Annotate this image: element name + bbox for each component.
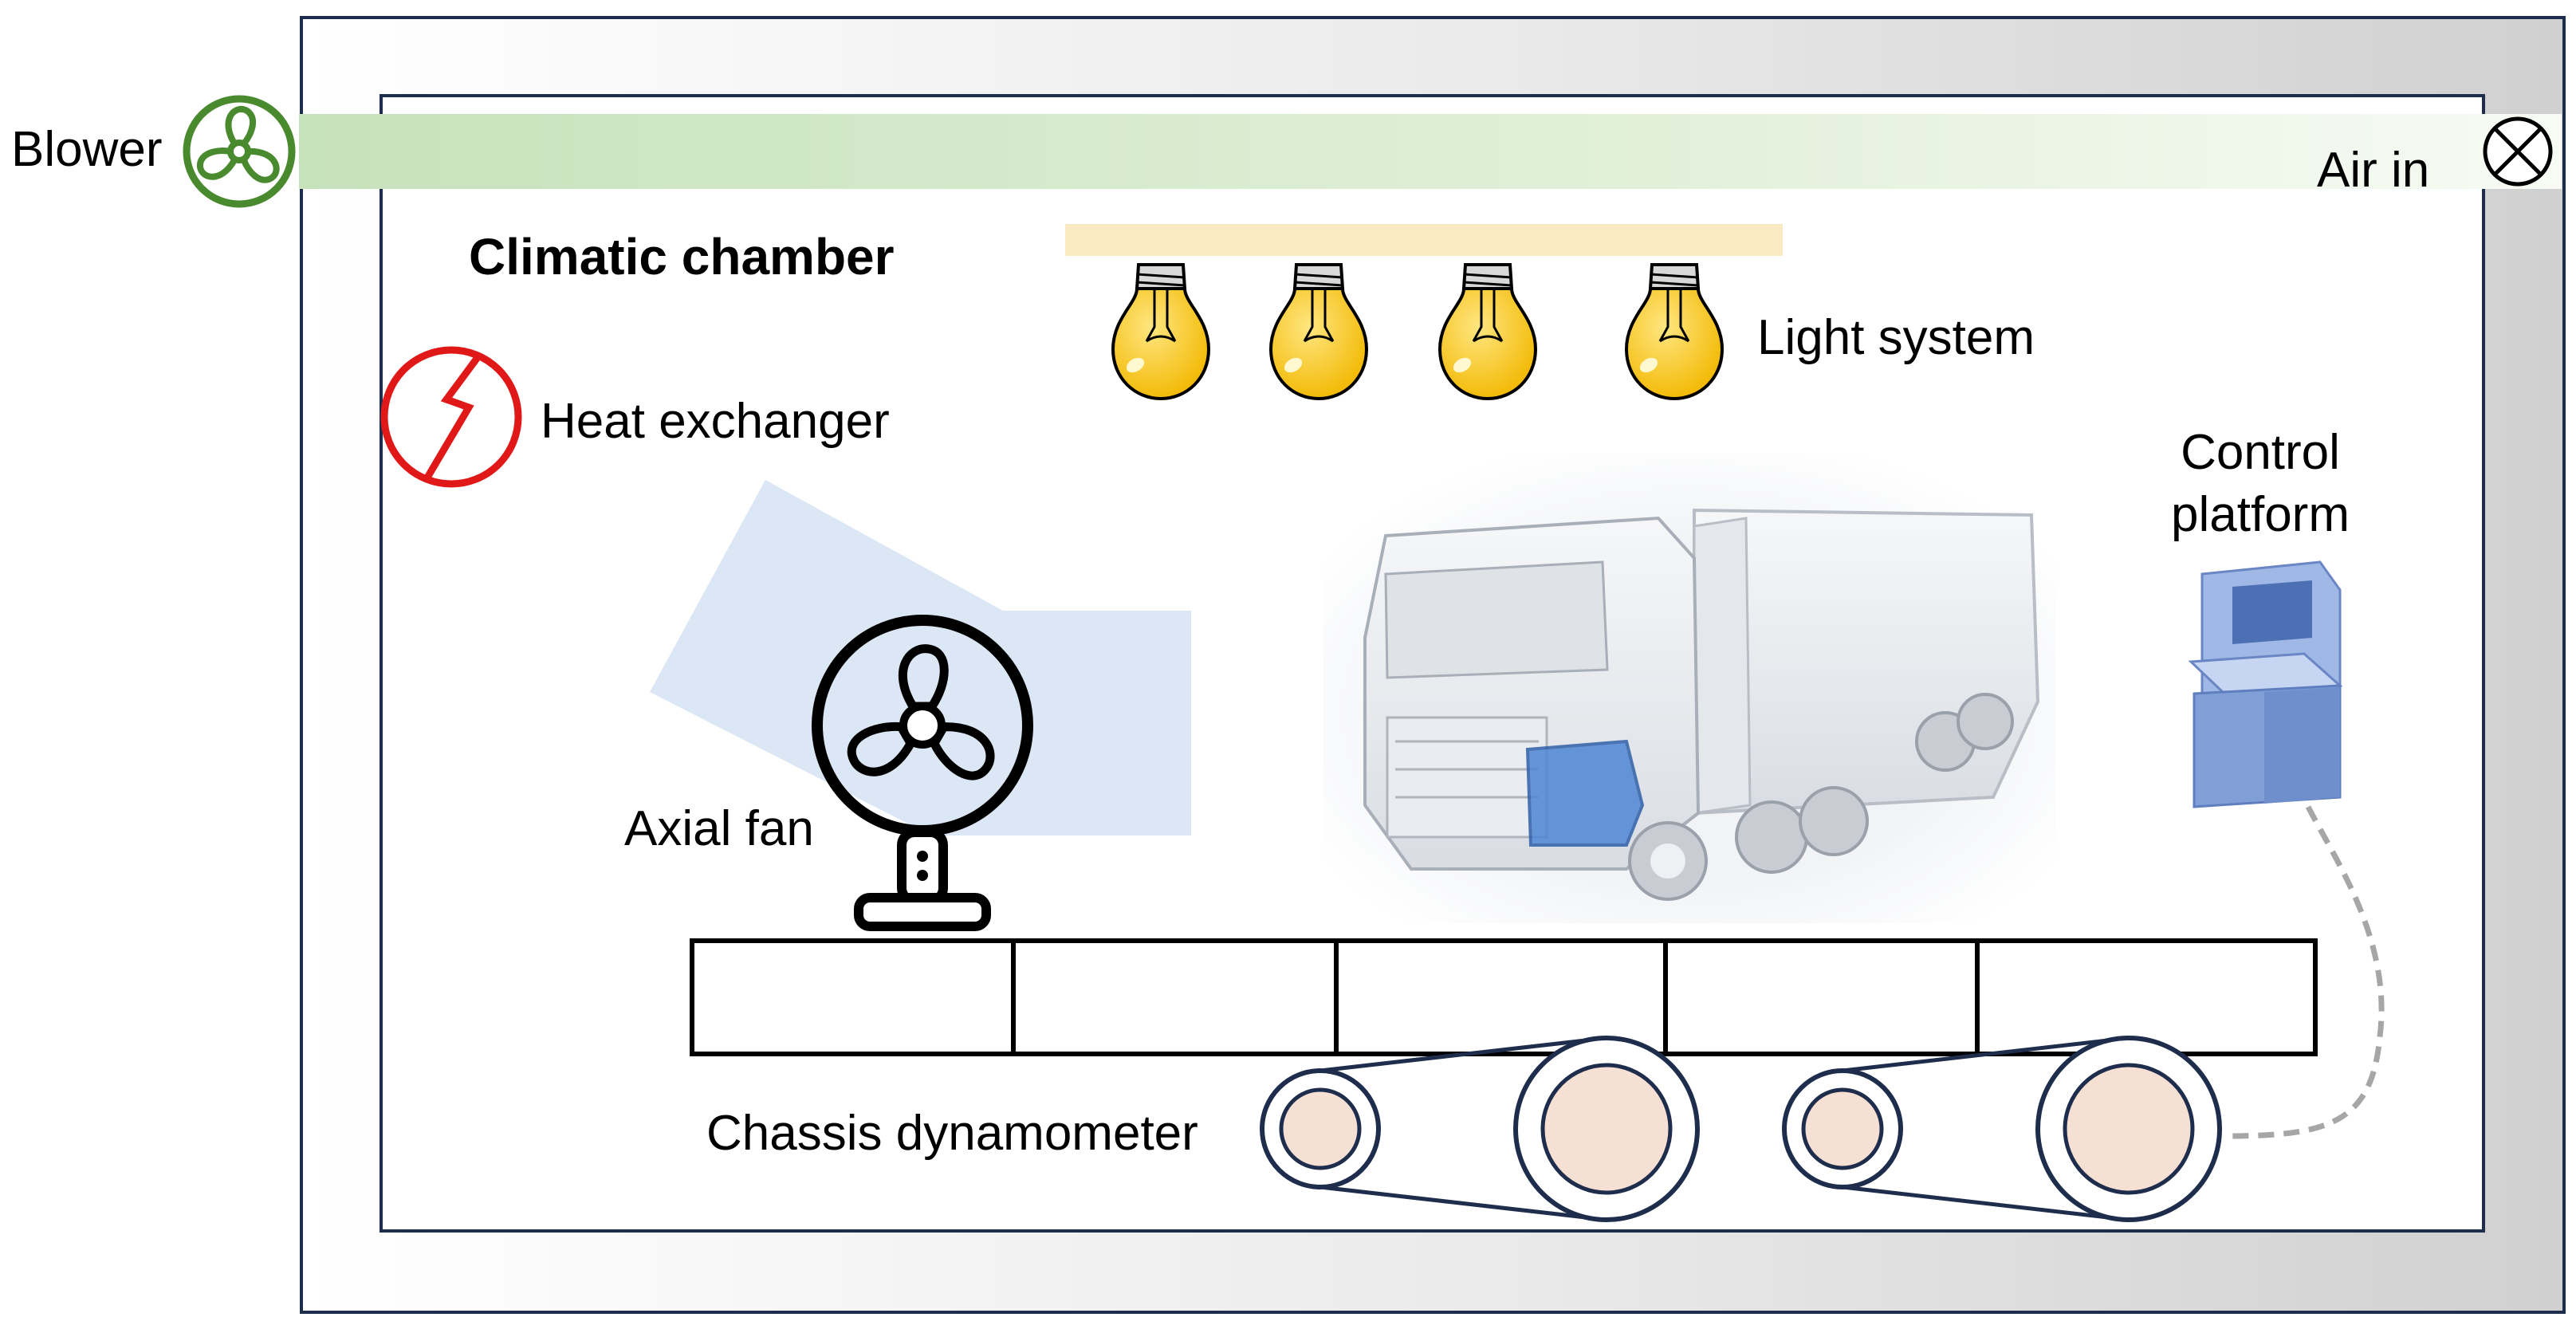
dynamometer-platform [690, 938, 2318, 1056]
blower-fan-icon [183, 95, 296, 208]
light-bulb-icon [1437, 263, 1538, 401]
heat-exchanger-label: Heat exchanger [541, 394, 890, 449]
air-in-label: Air in [2317, 143, 2429, 198]
heat-exchanger-icon [380, 346, 522, 488]
light-system-label: Light system [1757, 310, 2035, 365]
dynamometer-roller-pair [1260, 1036, 1700, 1222]
blower-label: Blower [11, 122, 163, 177]
air-duct [299, 114, 2562, 189]
climatic-chamber-title: Climatic chamber [469, 228, 895, 285]
axial-fan-icon [812, 615, 1033, 931]
control-console-icon [2188, 560, 2343, 808]
truck-image [1323, 453, 2055, 923]
control-connector-line [2224, 805, 2385, 1139]
control-platform-label-line2: platform [2171, 487, 2350, 542]
light-bulb-icon [1111, 263, 1211, 401]
air-inlet-valve-icon [2483, 116, 2553, 187]
dynamometer-roller-pair [1782, 1036, 2222, 1222]
airflow-beam [650, 480, 1191, 835]
light-bulb-icon [1268, 263, 1369, 401]
axial-fan-label: Axial fan [624, 801, 814, 856]
light-strip [1065, 224, 1783, 256]
chassis-dynamometer-label: Chassis dynamometer [706, 1106, 1198, 1161]
light-bulb-icon [1624, 263, 1725, 401]
control-platform-label-line1: Control [2181, 425, 2340, 480]
